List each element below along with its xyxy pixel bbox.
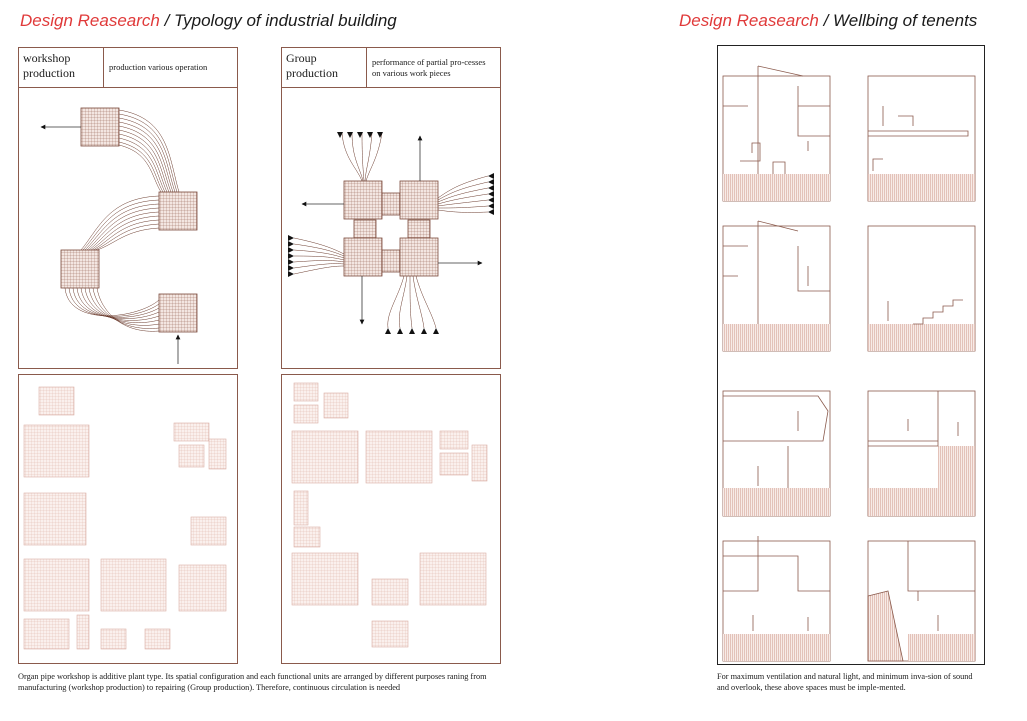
group-production-plan [281, 374, 501, 664]
group-plan-drawing [291, 382, 488, 648]
workshop-flow-diagram [40, 107, 198, 364]
work-unit-block [60, 249, 100, 289]
heading-accent: Design Reasearch [20, 11, 160, 30]
right-page-heading: Design Reasearch / Wellbing of tenents [679, 11, 977, 31]
work-unit-block [158, 191, 198, 231]
panel-title: workshop production [23, 51, 75, 80]
heading-rest: / Typology of industrial building [159, 11, 397, 30]
panel-header: workshop production production various o… [19, 48, 237, 88]
left-caption: Organ pipe workshop is additive plant ty… [18, 672, 487, 692]
work-unit-block [80, 107, 120, 147]
workshop-production-diagram: workshop production production various o… [18, 47, 238, 369]
work-unit-block [158, 293, 198, 333]
panel-description: performance of partial pro-cesses on var… [372, 56, 486, 78]
panel-title: Group production [286, 51, 338, 80]
wellbeing-section-drawings [722, 65, 976, 662]
panel-header: Group production performance of partial … [282, 48, 500, 88]
right-caption: For maximum ventilation and natural ligh… [717, 672, 973, 692]
panel-description: production various operation [109, 62, 208, 72]
wellbeing-sections-frame [717, 45, 985, 665]
heading-rest: / Wellbing of tenents [818, 11, 978, 30]
workshop-plan-drawing [23, 386, 227, 650]
left-page-heading: Design Reasearch / Typology of industria… [20, 11, 397, 31]
group-flow-diagram [288, 132, 494, 334]
group-production-diagram: Group production performance of partial … [281, 47, 501, 369]
heading-accent: Design Reasearch [679, 11, 819, 30]
workshop-production-plan [18, 374, 238, 664]
